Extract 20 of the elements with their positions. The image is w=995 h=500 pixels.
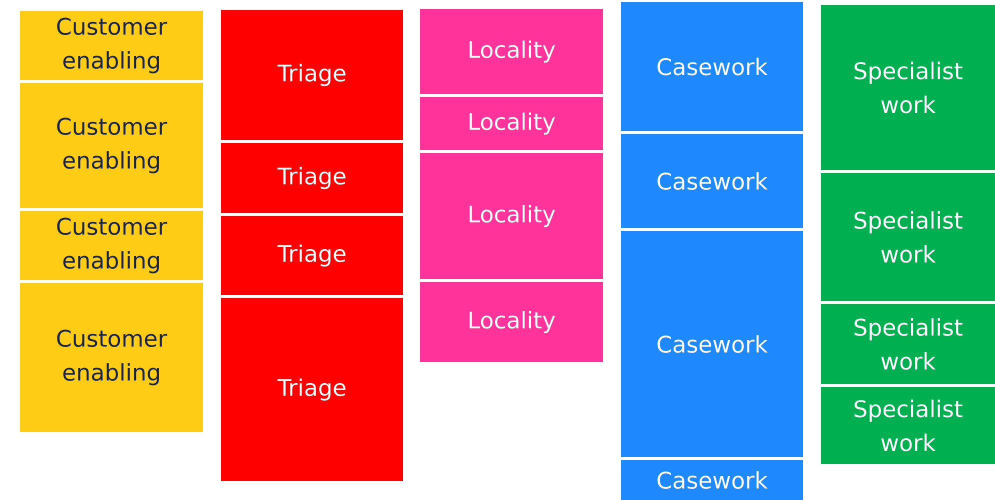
color-block: Triage xyxy=(221,216,403,295)
color-block: Casework xyxy=(621,2,803,131)
color-block: Specialist work xyxy=(821,304,995,384)
color-block: Customer enabling xyxy=(20,282,203,432)
color-block: Specialist work xyxy=(821,172,995,301)
color-block: Casework xyxy=(621,460,803,500)
color-block: Locality xyxy=(420,152,603,279)
color-block: Locality xyxy=(420,9,603,94)
color-block: Locality xyxy=(420,282,603,362)
color-block: Triage xyxy=(221,298,403,481)
color-block: Customer enabling xyxy=(20,210,203,280)
color-block: Triage xyxy=(221,10,403,140)
color-block: Customer enabling xyxy=(20,82,203,208)
color-block: Triage xyxy=(221,142,403,213)
color-block: Casework xyxy=(621,230,803,457)
color-block: Specialist work xyxy=(821,5,995,170)
color-block: Customer enabling xyxy=(20,11,203,80)
color-block: Locality xyxy=(420,96,603,150)
color-block: Casework xyxy=(621,134,803,228)
color-block: Specialist work xyxy=(821,386,995,464)
